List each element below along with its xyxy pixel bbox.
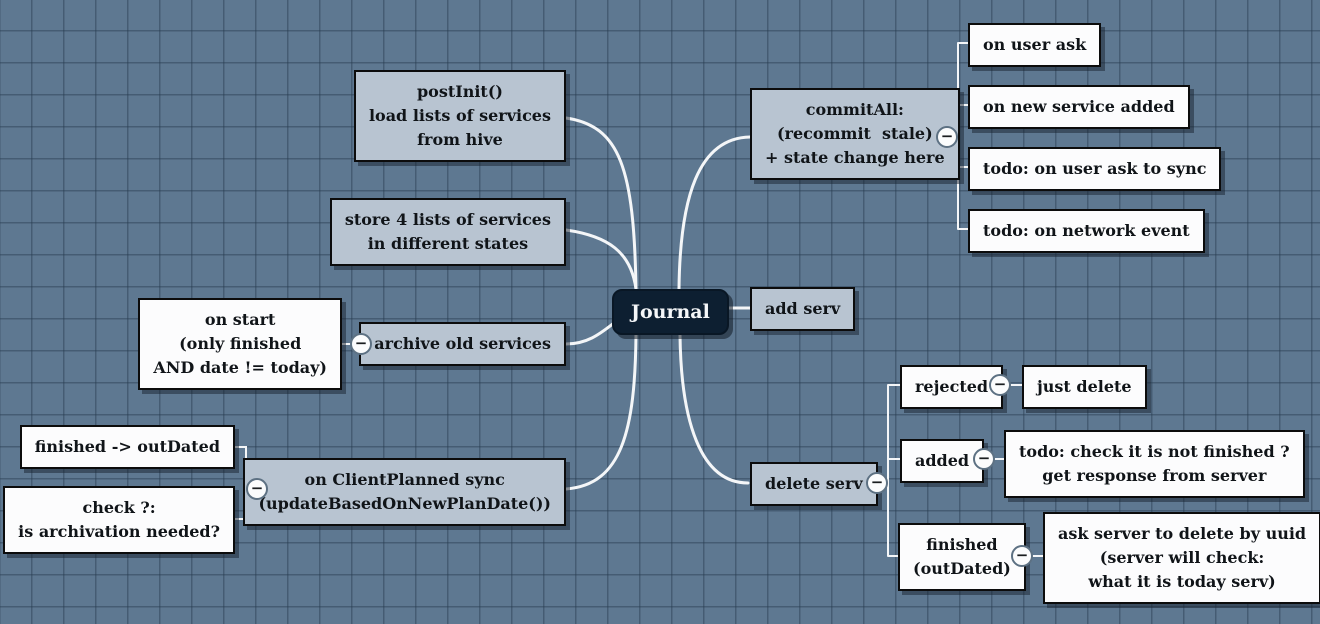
node-label: todo: on user ask to sync	[983, 159, 1207, 178]
node-finished-to-outdated[interactable]: finished -> outDated	[19, 425, 235, 469]
edge-journal-deleteserv	[678, 333, 750, 485]
node-archive-old-services[interactable]: archive old services	[359, 322, 566, 366]
node-store-lists[interactable]: store 4 lists of services in different s…	[329, 198, 566, 266]
edge-journal-store-lists	[564, 228, 638, 291]
node-label: check ?: is archivation needed?	[18, 498, 220, 541]
node-check-archivation[interactable]: check ?: is archivation needed?	[3, 486, 235, 554]
node-label: rejected	[915, 377, 989, 396]
node-finished-outdated-state[interactable]: finished (outDated)	[898, 523, 1026, 591]
node-label: on ClientPlanned sync (updateBasedOnNewP…	[258, 470, 551, 513]
minus-icon: −	[250, 478, 264, 497]
minus-icon: −	[354, 333, 368, 352]
collapse-button-finished[interactable]: −	[1011, 545, 1033, 567]
node-label: finished (outDated)	[913, 535, 1011, 578]
node-label: todo: on network event	[983, 221, 1190, 240]
node-label: ask server to delete by uuid (server wil…	[1058, 524, 1307, 591]
node-postinit[interactable]: postInit() load lists of services from h…	[353, 70, 566, 162]
node-label: delete serv	[765, 474, 863, 493]
node-label: postInit() load lists of services from h…	[368, 82, 551, 149]
node-just-delete[interactable]: just delete	[1022, 365, 1147, 409]
node-added[interactable]: added	[900, 439, 985, 483]
collapse-button-commitall[interactable]: −	[936, 126, 958, 148]
node-label: store 4 lists of services in different s…	[344, 210, 551, 253]
node-journal-root[interactable]: Journal	[612, 289, 729, 335]
node-label: finished -> outDated	[34, 437, 220, 456]
collapse-button-deleteserv[interactable]: −	[866, 472, 888, 494]
node-on-new-service-added[interactable]: on new service added	[968, 85, 1190, 129]
edge-journal-postinit	[564, 116, 638, 291]
node-todo-user-ask-sync[interactable]: todo: on user ask to sync	[968, 147, 1222, 191]
edge-journal-clientplanned	[564, 333, 638, 491]
node-label: on new service added	[983, 97, 1175, 116]
collapse-button-added[interactable]: −	[973, 448, 995, 470]
node-label: todo: check it is not finished ? get res…	[1019, 442, 1290, 485]
node-on-start[interactable]: on start (only finished AND date != toda…	[138, 298, 342, 390]
node-label: commitAll: (recommit stale) + state chan…	[765, 100, 945, 167]
node-label: on start (only finished AND date != toda…	[153, 310, 327, 377]
node-label: add serv	[765, 299, 841, 318]
minus-icon: −	[993, 374, 1007, 393]
node-commitall[interactable]: commitAll: (recommit stale) + state chan…	[750, 88, 960, 180]
node-label: on user ask	[983, 35, 1087, 54]
node-ask-server-delete[interactable]: ask server to delete by uuid (server wil…	[1043, 512, 1320, 604]
collapse-button-archive[interactable]: −	[350, 333, 372, 355]
node-label: archive old services	[374, 334, 551, 353]
edge-journal-commitall	[677, 135, 752, 291]
minus-icon: −	[977, 448, 991, 467]
node-on-user-ask[interactable]: on user ask	[968, 23, 1102, 67]
node-delete-serv[interactable]: delete serv	[750, 462, 878, 506]
minus-icon: −	[940, 126, 954, 145]
node-clientplanned-sync[interactable]: on ClientPlanned sync (updateBasedOnNewP…	[243, 458, 566, 526]
minus-icon: −	[1015, 545, 1029, 564]
minus-icon: −	[870, 472, 884, 491]
node-todo-network-event[interactable]: todo: on network event	[968, 209, 1205, 253]
node-label: just delete	[1037, 377, 1132, 396]
collapse-button-clientplanned[interactable]: −	[246, 478, 268, 500]
node-label: added	[915, 451, 970, 470]
edge-journal-archive	[564, 321, 616, 346]
collapse-button-rejected[interactable]: −	[989, 374, 1011, 396]
node-label: Journal	[631, 301, 710, 323]
node-rejected[interactable]: rejected	[900, 365, 1004, 409]
node-add-serv[interactable]: add serv	[750, 287, 856, 331]
node-todo-check-not-finished[interactable]: todo: check it is not finished ? get res…	[1004, 430, 1305, 498]
